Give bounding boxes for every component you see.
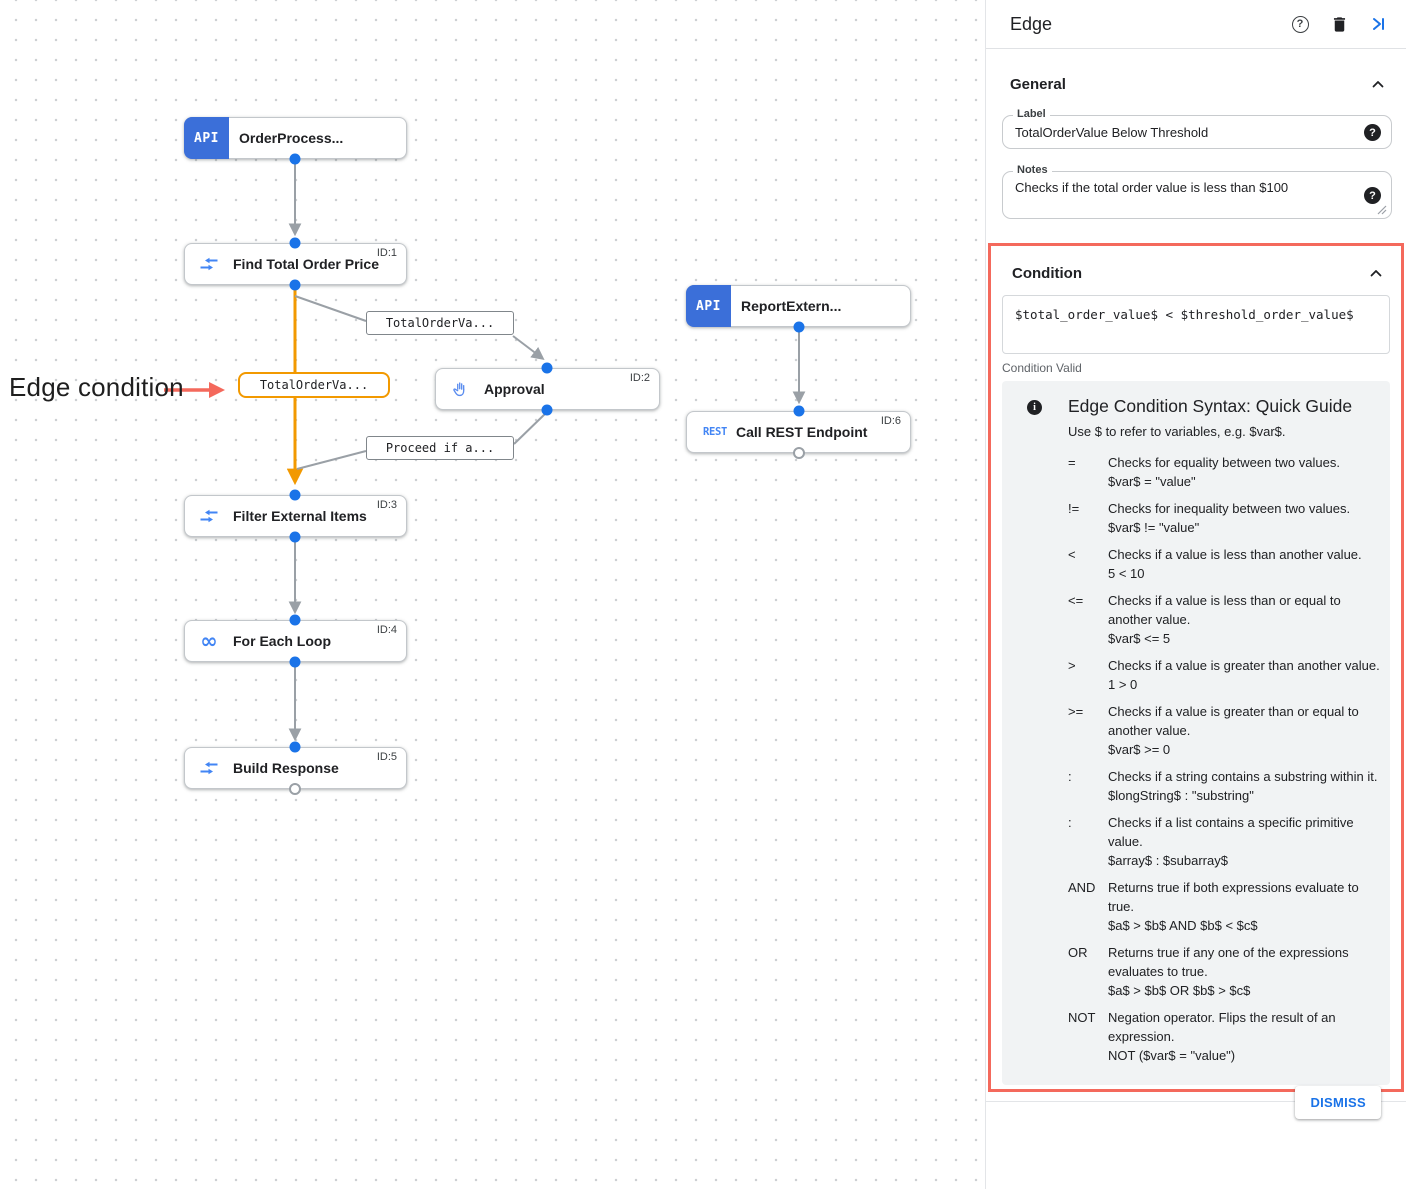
node-approval[interactable]: Approval ID:2	[435, 368, 660, 410]
node-label: OrderProcess...	[239, 130, 344, 146]
node-find-total-order-price[interactable]: Find Total Order Price ID:1	[184, 243, 407, 285]
field-help-icon[interactable]: ?	[1364, 124, 1381, 141]
data-mapping-icon	[198, 760, 220, 776]
panel-title: Edge	[1010, 13, 1053, 34]
chevron-up-icon[interactable]	[1366, 263, 1386, 283]
node-id: ID:6	[880, 415, 901, 427]
loop-infinity-icon: ∞	[200, 629, 218, 653]
connection-points	[289, 153, 805, 795]
delete-icon[interactable]	[1329, 14, 1349, 34]
data-mapping-icon	[198, 256, 220, 272]
panel-footer: DISMISS	[986, 1086, 1406, 1135]
guide-row: OR Returns true if any one of the expres…	[1068, 945, 1349, 998]
node-call-rest-endpoint[interactable]: REST Call REST Endpoint ID:6	[686, 411, 911, 453]
node-label: ReportExtern...	[741, 298, 842, 314]
api-trigger-badge: API	[686, 285, 731, 327]
data-mapping-icon	[198, 508, 220, 524]
node-id: ID:2	[629, 372, 650, 384]
workflow-canvas[interactable]: API OrderProcess... Find Total Order Pri…	[0, 0, 986, 1189]
panel-header: Edge ?	[986, 0, 1406, 49]
guide-row: != Checks for inequality between two val…	[1068, 501, 1351, 535]
workflow-edges	[164, 159, 806, 742]
edge-label-selected[interactable]: TotalOrderVa...	[238, 372, 390, 398]
edge-label[interactable]: TotalOrderVa...	[366, 311, 514, 335]
guide-row: >= Checks if a value is greater than or …	[1068, 704, 1359, 757]
node-label: Call REST Endpoint	[736, 424, 868, 440]
api-trigger-badge: API	[184, 117, 229, 159]
node-for-each-loop[interactable]: ∞ For Each Loop ID:4	[184, 620, 407, 662]
condition-valid-status: Condition Valid	[1002, 361, 1082, 375]
chevron-up-icon[interactable]	[1368, 74, 1388, 94]
node-id: ID:4	[376, 624, 397, 636]
label-field-value[interactable]: TotalOrderValue Below Threshold	[1015, 124, 1209, 140]
field-help-icon[interactable]: ?	[1364, 187, 1381, 204]
guide-row: <= Checks if a value is less than or equ…	[1068, 593, 1341, 646]
node-label: For Each Loop	[233, 633, 331, 649]
condition-section-highlighted: Condition $total_order_value$ < $thresho…	[988, 243, 1404, 1092]
edge-config-panel: Edge ? General Label TotalOrderValue Be	[986, 0, 1406, 1189]
notes-field[interactable]: Notes Checks if the total order value is…	[1002, 164, 1392, 219]
resize-handle-icon[interactable]	[1377, 205, 1387, 215]
guide-row: NOT Negation operator. Flips the result …	[1068, 1010, 1336, 1063]
guide-row: > Checks if a value is greater than anot…	[1068, 658, 1380, 692]
general-section-header: General	[1010, 74, 1388, 94]
condition-section-header: Condition	[1012, 263, 1386, 283]
node-label: Approval	[484, 381, 545, 397]
collapse-panel-icon[interactable]	[1368, 14, 1388, 34]
label-field-label: Label	[1013, 108, 1050, 120]
node-reportextern-trigger[interactable]: API ReportExtern...	[686, 285, 911, 327]
guide-row: : Checks if a string contains a substrin…	[1068, 769, 1378, 803]
guide-row: < Checks if a value is less than another…	[1068, 547, 1362, 581]
notes-field-label: Notes	[1013, 164, 1052, 176]
guide-row: : Checks if a list contains a specific p…	[1068, 815, 1354, 868]
help-icon[interactable]: ?	[1290, 14, 1310, 34]
node-build-response[interactable]: Build Response ID:5	[184, 747, 407, 789]
guide-row: AND Returns true if both expressions eva…	[1068, 880, 1359, 933]
approval-hand-icon	[449, 380, 471, 399]
guide-intro: Use $ to refer to variables, e.g. $var$.	[1068, 424, 1286, 439]
node-id: ID:5	[376, 751, 397, 763]
node-label: Build Response	[233, 760, 339, 776]
edge-condition-annotation: Edge condition	[9, 372, 184, 402]
guide-title: Edge Condition Syntax: Quick Guide	[1068, 396, 1353, 416]
node-orderprocess-trigger[interactable]: API OrderProcess...	[184, 117, 407, 159]
node-label: Find Total Order Price	[233, 256, 379, 272]
node-id: ID:3	[376, 499, 397, 511]
edge-label[interactable]: Proceed if a...	[366, 436, 514, 460]
syntax-quick-guide: i Edge Condition Syntax: Quick Guide Use…	[1002, 381, 1390, 1085]
info-icon: i	[1027, 400, 1042, 415]
general-heading: General	[1010, 75, 1066, 93]
dismiss-button[interactable]: DISMISS	[1295, 1086, 1381, 1119]
node-id: ID:1	[376, 247, 397, 259]
condition-heading: Condition	[1012, 264, 1082, 282]
guide-row: = Checks for equality between two values…	[1068, 455, 1340, 489]
label-field[interactable]: Label TotalOrderValue Below Threshold ?	[1002, 108, 1392, 149]
node-filter-external-items[interactable]: Filter External Items ID:3	[184, 495, 407, 537]
rest-task-icon: REST	[702, 426, 728, 438]
node-label: Filter External Items	[233, 508, 367, 524]
notes-field-value[interactable]: Checks if the total order value is less …	[1015, 180, 1289, 195]
condition-expression-input[interactable]: $total_order_value$ < $threshold_order_v…	[1002, 295, 1390, 354]
